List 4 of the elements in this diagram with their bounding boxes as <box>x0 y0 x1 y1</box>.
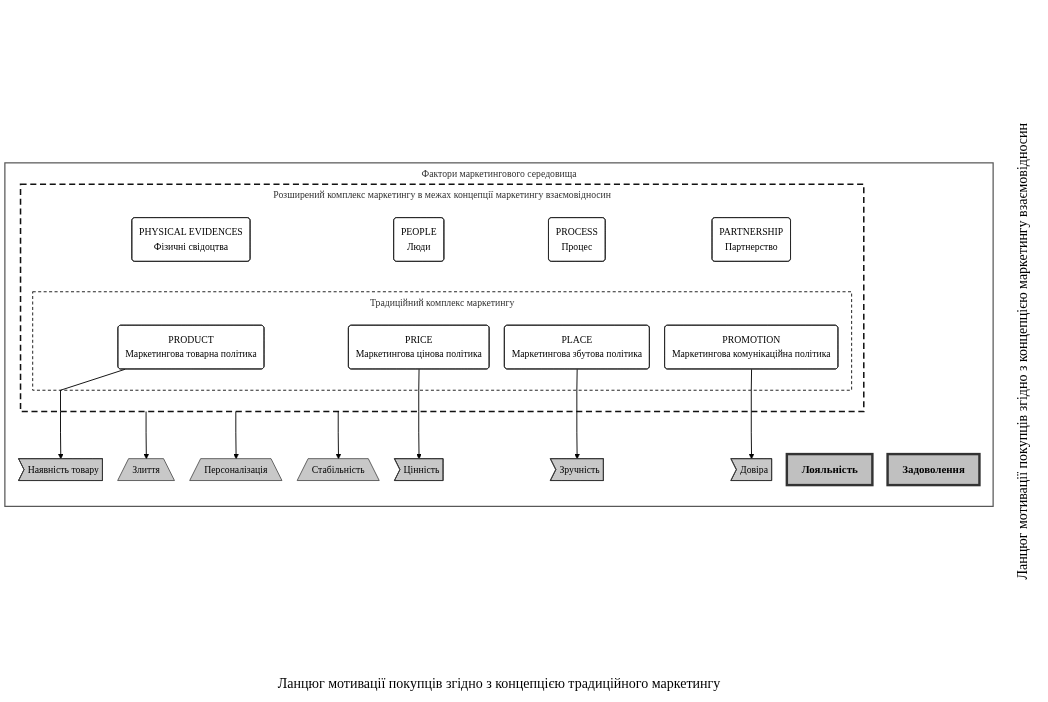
axis-label: Ланцюг мотивації покупців згідно з концепцією традиційного маркетингу <box>277 675 721 693</box>
axis-label: Ланцюг мотивації покупців згідно з концепцією маркетингу взаємовідносин <box>1015 122 1031 580</box>
node-box: Лояльність <box>785 453 874 487</box>
node-box: Задоволення <box>886 453 981 487</box>
